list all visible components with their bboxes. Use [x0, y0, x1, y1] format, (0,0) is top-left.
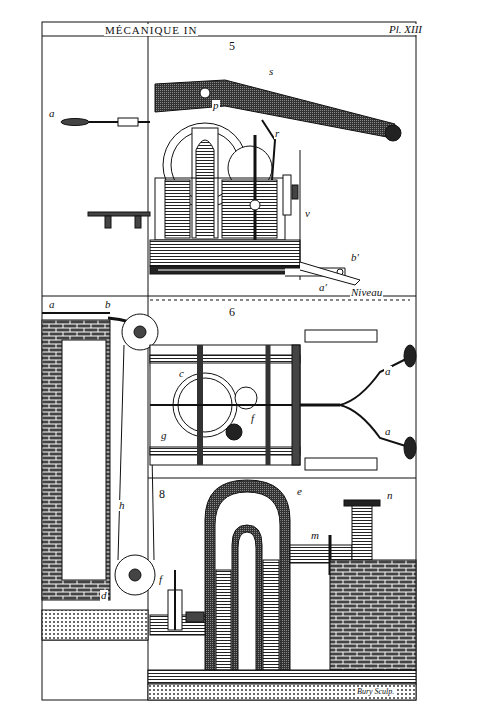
callout-letter: a [48, 108, 56, 119]
callout-letter: r [274, 128, 280, 139]
callout-letter: c [178, 368, 185, 379]
figure-number: 8 [158, 488, 166, 500]
callout-letter: e [296, 486, 303, 497]
callout-letter: f [158, 574, 163, 585]
callout-letter: g [160, 430, 168, 441]
callout-letter: p [212, 100, 220, 111]
callout-letter: a [384, 366, 392, 377]
callout-letter: d [100, 590, 108, 601]
plate-number: Pl. XIII [388, 24, 423, 35]
callout-letter: n [386, 490, 394, 501]
callout-letter: a [384, 426, 392, 437]
callout-letter: s [268, 66, 274, 77]
engraver-signature: Bury Sculp. [356, 688, 395, 696]
callout-letter: a' [318, 282, 328, 293]
figure-number: 5 [228, 40, 236, 52]
plate-heading: MÉCANIQUE IN [104, 24, 198, 36]
figure-number: 6 [228, 306, 236, 318]
callout-letter: v [304, 208, 311, 219]
callout-letter: b [104, 299, 112, 310]
callout-letter: f [250, 413, 255, 424]
callout-letter: b' [350, 252, 360, 263]
callout-letter: m [310, 530, 320, 541]
callout-letter: h [118, 500, 126, 511]
callout-letter: a [48, 299, 56, 310]
level-label: Niveau [350, 287, 383, 298]
